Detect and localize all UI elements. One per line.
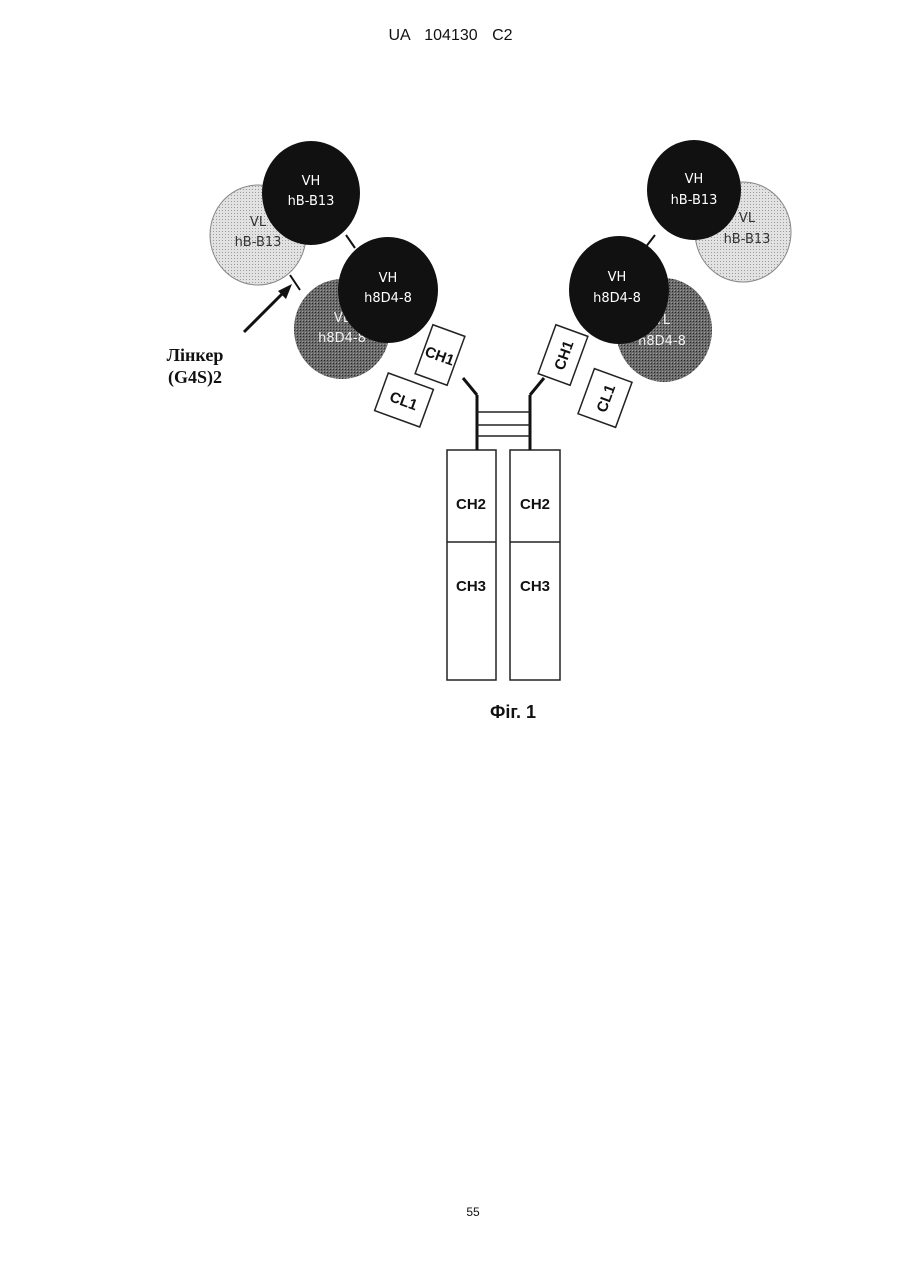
right-vh-hb-b13-label-2: hB-B13 xyxy=(671,193,718,208)
left-vh-hb-b13-label-1: VH xyxy=(302,174,321,189)
left-vh-hb-b13-domain xyxy=(262,141,360,245)
hinge-region xyxy=(463,378,544,450)
page-number: 55 xyxy=(0,1205,901,1219)
fc-left-chain xyxy=(447,450,496,680)
right-vl-h8d4-8-label-2: h8D4-8 xyxy=(638,334,686,349)
right-vl-hb-b13-label-2: hB-B13 xyxy=(724,232,771,247)
right-vl-hb-b13-label-1: VL xyxy=(739,211,756,226)
linker-label-line2: (G4S)2 xyxy=(140,366,250,388)
left-vh-h8d4-8-label-1: VH xyxy=(379,271,398,286)
right-arm: CL1 CH1 VL hB-B13 VH hB-B13 VL h8D4-8 VH… xyxy=(538,140,791,427)
fc-left-ch3-label: CH3 xyxy=(456,578,486,595)
fc-right-ch3-label: CH3 xyxy=(520,578,550,595)
left-vh-h8d4-8-domain xyxy=(338,237,438,343)
right-vh-hb-b13-domain xyxy=(647,140,741,240)
linker-arrow xyxy=(244,284,292,332)
left-vl-h8d4-8-label-2: h8D4-8 xyxy=(318,331,366,346)
linker-label-line1: Лінкер xyxy=(140,344,250,366)
fc-right-ch2-label: CH2 xyxy=(520,496,550,513)
right-vh-hb-b13-label-1: VH xyxy=(685,172,704,187)
left-vh-hb-b13-label-2: hB-B13 xyxy=(288,194,335,209)
linker-label: Лінкер (G4S)2 xyxy=(140,344,250,388)
right-vh-h8d4-8-label-1: VH xyxy=(608,270,627,285)
right-vh-h8d4-8-label-2: h8D4-8 xyxy=(593,291,641,306)
left-vl-hb-b13-label-1: VL xyxy=(250,215,267,230)
fc-right-chain xyxy=(510,450,560,680)
right-vh-h8d4-8-domain xyxy=(569,236,669,344)
fc-left-ch2-label: CH2 xyxy=(456,496,486,513)
left-vh-h8d4-8-label-2: h8D4-8 xyxy=(364,291,412,306)
figure-caption: Фіг. 1 xyxy=(458,702,568,723)
left-vl-hb-b13-label-2: hB-B13 xyxy=(235,235,282,250)
